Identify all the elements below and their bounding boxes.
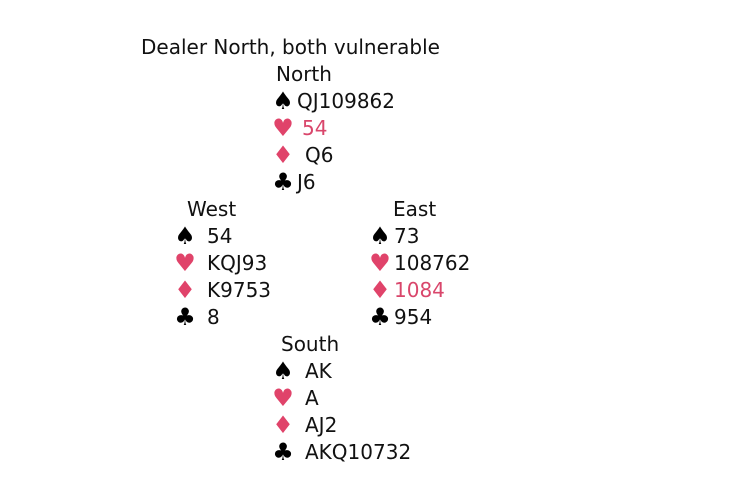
north-hearts-cards: 54: [302, 116, 328, 140]
east-diamonds-row: ♦ 1084: [368, 277, 470, 304]
north-diamonds-row: ♦ Q6: [271, 142, 395, 169]
east-spades-row: ♠ 73: [368, 223, 470, 250]
east-clubs-cards: 954: [394, 305, 433, 329]
club-icon: ♣: [272, 168, 294, 196]
east-diamonds-cards: 1084: [394, 278, 445, 302]
west-clubs-cards: 8: [207, 305, 220, 329]
east-hearts-row: ♥ 108762: [368, 250, 470, 277]
hand-label-east: East: [393, 197, 437, 221]
heart-icon: ♥: [272, 384, 294, 412]
west-diamonds-cards: K9753: [207, 278, 272, 302]
diamond-icon: ♦: [174, 276, 196, 304]
east-hearts-cards: 108762: [394, 251, 471, 275]
north-spades-cards: QJ109862: [297, 89, 395, 113]
deal-title: Dealer North, both vulnerable: [141, 35, 440, 59]
hand-label-south: South: [281, 332, 340, 356]
hand-label-west: West: [187, 197, 237, 221]
west-diamonds-row: ♦ K9753: [173, 277, 271, 304]
north-clubs-cards: J6: [297, 170, 316, 194]
club-icon: ♣: [369, 303, 391, 331]
hand-east: East ♠ 73 ♥ 108762 ♦ 1084 ♣ 954: [368, 196, 470, 331]
north-spades-row: ♠ QJ109862: [271, 88, 395, 115]
west-hearts-row: ♥ KQJ93: [173, 250, 271, 277]
club-icon: ♣: [272, 438, 294, 466]
diamond-icon: ♦: [369, 276, 391, 304]
south-diamonds-cards: AJ2: [305, 413, 338, 437]
club-icon: ♣: [174, 303, 196, 331]
west-spades-cards: 54: [207, 224, 233, 248]
south-spades-row: ♠ AK: [271, 358, 411, 385]
spade-icon: ♠: [272, 357, 294, 385]
east-clubs-row: ♣ 954: [368, 304, 470, 331]
hand-west: West ♠ 54 ♥ KQJ93 ♦ K9753 ♣ 8: [173, 196, 271, 331]
heart-icon: ♥: [272, 114, 294, 142]
spade-icon: ♠: [369, 222, 391, 250]
north-diamonds-cards: Q6: [305, 143, 334, 167]
diamond-icon: ♦: [272, 141, 294, 169]
heart-icon: ♥: [174, 249, 196, 277]
south-hearts-cards: A: [305, 386, 319, 410]
west-hearts-cards: KQJ93: [207, 251, 268, 275]
hand-north: North ♠ QJ109862 ♥ 54 ♦ Q6 ♣ J6: [271, 61, 395, 196]
west-spades-row: ♠ 54: [173, 223, 271, 250]
spade-icon: ♠: [174, 222, 196, 250]
north-clubs-row: ♣ J6: [271, 169, 395, 196]
hand-label-north: North: [276, 62, 332, 86]
south-spades-cards: AK: [305, 359, 332, 383]
diamond-icon: ♦: [272, 411, 294, 439]
hand-south: South ♠ AK ♥ A ♦ AJ2 ♣ AKQ10732: [271, 331, 411, 466]
spade-icon: ♠: [272, 87, 294, 115]
south-diamonds-row: ♦ AJ2: [271, 412, 411, 439]
south-clubs-cards: AKQ10732: [305, 440, 412, 464]
east-spades-cards: 73: [394, 224, 420, 248]
north-hearts-row: ♥ 54: [271, 115, 395, 142]
heart-icon: ♥: [369, 249, 391, 277]
west-clubs-row: ♣ 8: [173, 304, 271, 331]
south-clubs-row: ♣ AKQ10732: [271, 439, 411, 466]
south-hearts-row: ♥ A: [271, 385, 411, 412]
